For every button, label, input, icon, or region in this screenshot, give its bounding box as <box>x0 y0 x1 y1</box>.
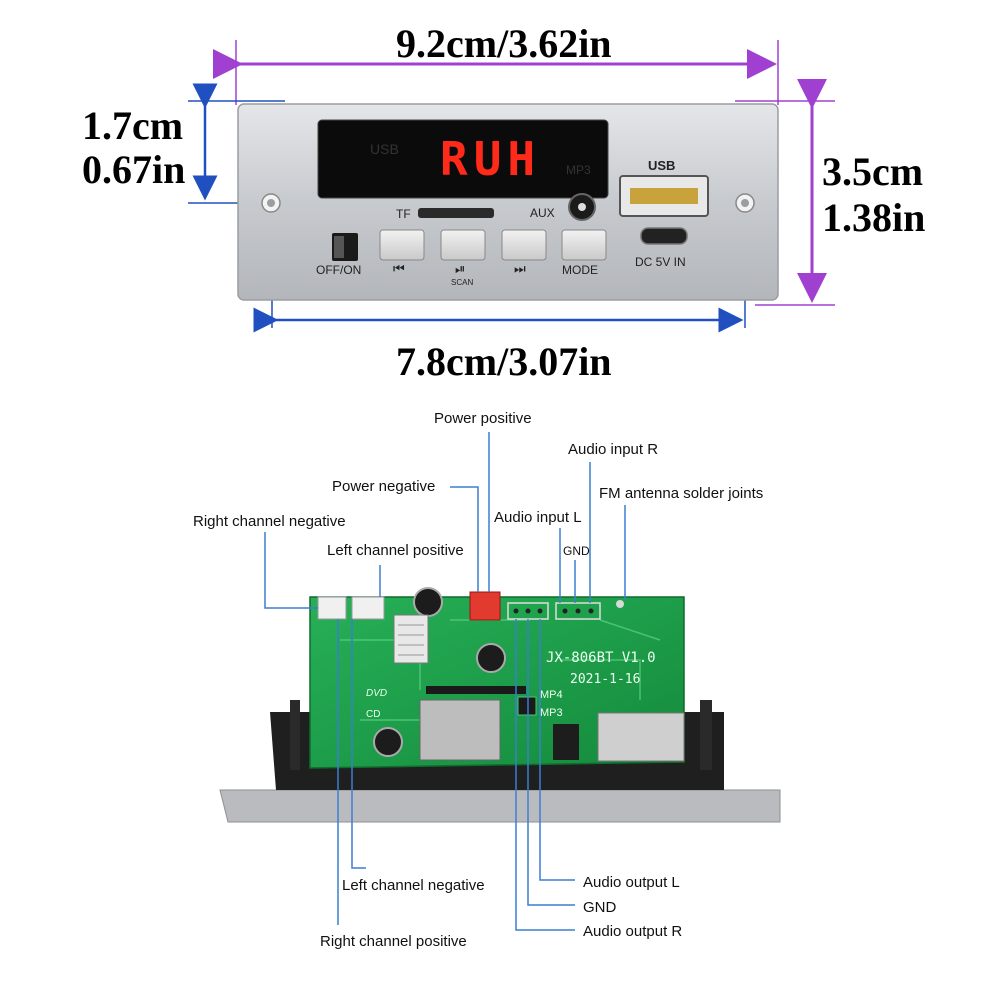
play-pause-icon: ⏯ <box>455 261 466 276</box>
display-dim-mp3: MP3 <box>566 163 591 177</box>
main-chip <box>517 696 537 716</box>
callout-audio-output-l: Audio output L <box>583 874 680 891</box>
fm-antenna-pad <box>616 600 624 608</box>
mp4-silk-label: MP4 <box>540 689 563 701</box>
callout-line-right-channel-negative <box>264 532 318 609</box>
led-display-text: RUH <box>440 132 542 186</box>
callout-audio-input-r: Audio input R <box>568 441 659 458</box>
callout-power-positive: Power positive <box>434 410 532 427</box>
capacitor-1 <box>413 587 443 617</box>
tf-card-slot <box>418 208 494 218</box>
height-right-cm-label: 3.5cm <box>822 149 924 194</box>
next-icon: ⏭ <box>514 261 526 276</box>
callout-audio-input-l: Audio input L <box>494 509 582 526</box>
scan-label: SCAN <box>451 278 474 287</box>
width-bottom-label: 7.8cm/3.07in <box>396 339 612 384</box>
board-date-label: 2021-1-16 <box>570 672 641 687</box>
height-left-in-label: 0.67in <box>82 147 186 192</box>
micro-usb-port <box>640 227 688 245</box>
dc-input-label: DC 5V IN <box>635 255 686 269</box>
callout-audio-output-r: Audio output R <box>583 923 683 940</box>
capacitor-3 <box>373 727 403 757</box>
power-connector <box>469 591 501 621</box>
callout-left-channel-negative: Left channel negative <box>342 877 485 894</box>
mp3-silk-label: MP3 <box>540 707 563 719</box>
callout-left-channel-positive: Left channel positive <box>327 542 464 559</box>
board-model-label: JX-806BT V1.0 <box>546 650 656 666</box>
callout-gnd-bottom: GND <box>583 899 617 916</box>
callout-fm-antenna: FM antenna solder joints <box>599 485 764 502</box>
height-right-in-label: 1.38in <box>822 195 926 240</box>
callout-right-channel-positive: Right channel positive <box>320 933 467 950</box>
callout-line-audio-output-r <box>515 619 575 931</box>
mode-button <box>561 229 607 261</box>
speaker-connector-right <box>317 596 347 620</box>
callout-right-channel-negative: Right channel negative <box>193 513 346 530</box>
callout-power-negative: Power negative <box>332 478 436 495</box>
audio-input-connector <box>555 602 601 620</box>
inductor <box>393 614 429 664</box>
height-left-cm-label: 1.7cm <box>82 103 184 148</box>
led-display-window <box>317 119 609 199</box>
dvd-silk-label: DVD <box>366 688 388 699</box>
prev-button <box>379 229 425 261</box>
pcb-tf-socket <box>419 699 501 761</box>
usb-label: USB <box>648 158 676 173</box>
height-dimension-right <box>735 79 835 306</box>
width-dimension-top <box>213 40 779 105</box>
prev-icon: ⏮ <box>393 261 405 276</box>
play-scan-button <box>440 229 486 261</box>
off-on-label: OFF/ON <box>316 263 362 277</box>
aux-label: AUX <box>530 206 555 220</box>
callout-line-left-channel-negative <box>351 619 366 869</box>
tf-label: TF <box>396 207 411 221</box>
callout-lines <box>264 432 626 931</box>
next-button <box>501 229 547 261</box>
callout-line-gnd-bottom <box>527 619 575 906</box>
callout-line-audio-output-l <box>539 619 575 881</box>
callout-line-power-negative <box>450 486 479 592</box>
callout-gnd-top: GND <box>563 544 590 558</box>
width-top-label: 9.2cm/3.62in <box>396 21 612 66</box>
capacitor-2 <box>476 643 506 673</box>
display-dim-usb: USB <box>370 141 399 157</box>
front-panel <box>237 103 779 301</box>
pcb-aux-socket <box>553 724 579 760</box>
mode-label: MODE <box>562 263 598 277</box>
pcb-usb-socket <box>597 712 685 762</box>
pcb-board-photo <box>219 587 781 823</box>
speaker-connector-left <box>351 596 385 620</box>
cd-silk-label: CD <box>366 709 381 720</box>
